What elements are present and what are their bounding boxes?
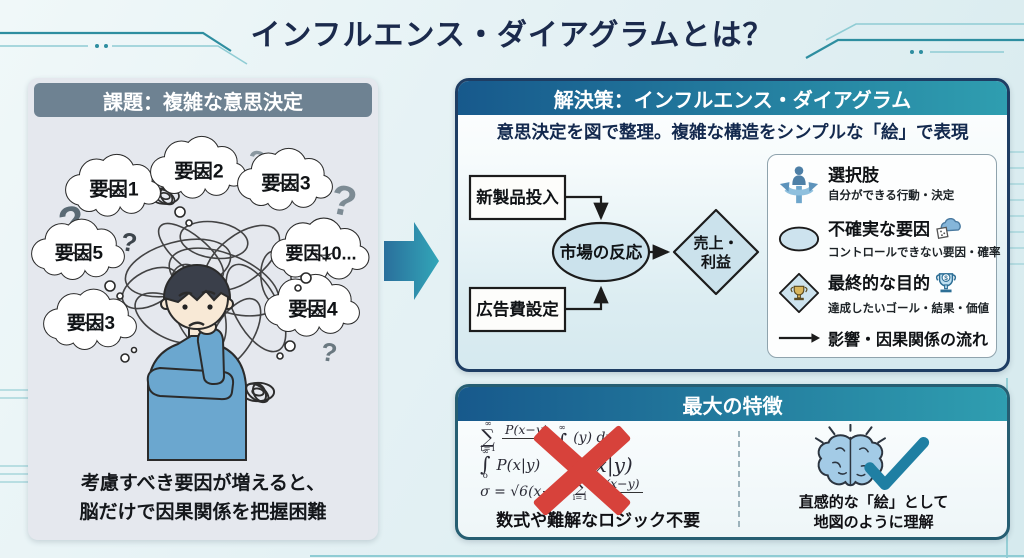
svg-text:要因10...: 要因10... bbox=[285, 243, 356, 263]
solution-panel-header: 解決策：インフルエンス・ダイアグラム bbox=[458, 81, 1007, 115]
svg-text:広告費設定: 広告費設定 bbox=[476, 299, 559, 319]
dashed-divider bbox=[738, 431, 741, 527]
thought-cloud: 要因10... bbox=[270, 217, 370, 283]
svg-text:要因1: 要因1 bbox=[89, 178, 139, 200]
thinking-person-illustration: ? ? ? ? ? bbox=[31, 135, 370, 461]
solution-panel: 解決策：インフルエンス・ダイアグラム 意思決定を図で整理。複雑な構造をシンプルな… bbox=[455, 78, 1010, 372]
svg-text:要因5: 要因5 bbox=[55, 242, 103, 264]
svg-text:要因3: 要因3 bbox=[67, 312, 115, 334]
problem-panel: 課題：複雑な意思決定 ? bbox=[28, 78, 378, 540]
intuitive-caption: 直感的な「絵」として 地図のように理解 bbox=[798, 494, 949, 531]
problem-panel-header: 課題：複雑な意思決定 bbox=[34, 83, 372, 117]
question-mark: ? bbox=[319, 336, 339, 368]
svg-text:要因3: 要因3 bbox=[261, 172, 311, 194]
page-title: インフルエンス・ダイアグラムとは？ bbox=[250, 19, 774, 52]
feature-intuitive: 直感的な「絵」として 地図のように理解 bbox=[740, 421, 1007, 537]
legend-item-goal: 最終的な目的 $ 達成したいゴール・結果・価値 bbox=[776, 270, 989, 316]
feature-panel-header: 最大の特徴 bbox=[458, 387, 1007, 421]
question-mark: ? bbox=[119, 226, 139, 258]
legend-item-uncertain: 不確実な要因 コントロールできない要因・確率 bbox=[776, 218, 1001, 260]
decision-node-1 bbox=[468, 174, 567, 221]
diagram-legend: 選択肢 自分ができる行動・決定 不確実な要因 bbox=[767, 154, 1001, 358]
choice-branches-icon bbox=[776, 162, 822, 208]
feature-panel: 最大の特徴 ∞∑t=1 P(x−y) ∞∫ (y) dx ∞∫o P(x|y) … bbox=[455, 384, 1010, 540]
thought-cloud: 要因3 bbox=[237, 147, 333, 211]
thought-cloud: 要因5 bbox=[31, 218, 125, 280]
trophy-dollar-icon: $ bbox=[935, 273, 957, 293]
svg-text:新製品投入: 新製品投入 bbox=[476, 187, 559, 207]
decision-node-2 bbox=[468, 286, 567, 333]
check-mark bbox=[863, 437, 929, 491]
no-math-caption: 数式や難解なロジック不要 bbox=[496, 511, 701, 530]
chance-ellipse-icon bbox=[776, 224, 822, 254]
dice-cloud-icon bbox=[936, 218, 961, 239]
mouth bbox=[188, 321, 205, 327]
feature-no-math: ∞∑t=1 P(x−y) ∞∫ (y) dx ∞∫o P(x|y) P(x|y)… bbox=[458, 420, 738, 537]
eyebrows bbox=[178, 290, 216, 297]
value-node bbox=[672, 208, 760, 296]
thought-cloud: 要因3 bbox=[43, 288, 137, 350]
problem-caption: 考慮すべき要因が増えると、 脳だけで因果関係を把握困難 bbox=[79, 473, 327, 523]
svg-text:要因4: 要因4 bbox=[288, 298, 338, 320]
thought-cloud: 要因2 bbox=[150, 135, 246, 199]
thinking-person bbox=[146, 264, 247, 461]
legend-item-choice: 選択肢 自分ができる行動・決定 bbox=[776, 162, 988, 208]
svg-text:市場の反応: 市場の反応 bbox=[560, 242, 643, 262]
thought-cloud: 要因1 bbox=[65, 153, 161, 217]
arrow-decision2-to-chance bbox=[565, 285, 609, 311]
solution-subtitle: 意思決定を図で整理。複雑な構造をシンプルな「絵」で表現 bbox=[496, 122, 969, 142]
goal-diamond-icon bbox=[776, 270, 822, 316]
svg-text:$: $ bbox=[944, 275, 948, 282]
flow-arrow-icon bbox=[776, 331, 822, 345]
chance-node bbox=[551, 221, 651, 283]
svg-text:要因2: 要因2 bbox=[174, 160, 223, 182]
thought-cloud: 要因4 bbox=[264, 273, 360, 337]
legend-item-flow: 影響・因果関係の流れ bbox=[776, 326, 988, 350]
transition-arrow-icon bbox=[384, 222, 439, 300]
red-x-mark bbox=[524, 420, 640, 520]
arrow-decision1-to-chance bbox=[565, 195, 609, 221]
influence-diagram: 新製品投入 広告費設定 市場の反応 売上・ 利益 bbox=[468, 174, 760, 333]
svg-text:利益: 利益 bbox=[701, 253, 731, 271]
math-formulas: ∞∑t=1 P(x−y) ∞∫ (y) dx ∞∫o P(x|y) P(x|y)… bbox=[480, 420, 716, 517]
brain-check-icon bbox=[814, 424, 929, 491]
thought-trail-bubbles bbox=[104, 206, 312, 363]
svg-text:売上・: 売上・ bbox=[693, 234, 738, 252]
